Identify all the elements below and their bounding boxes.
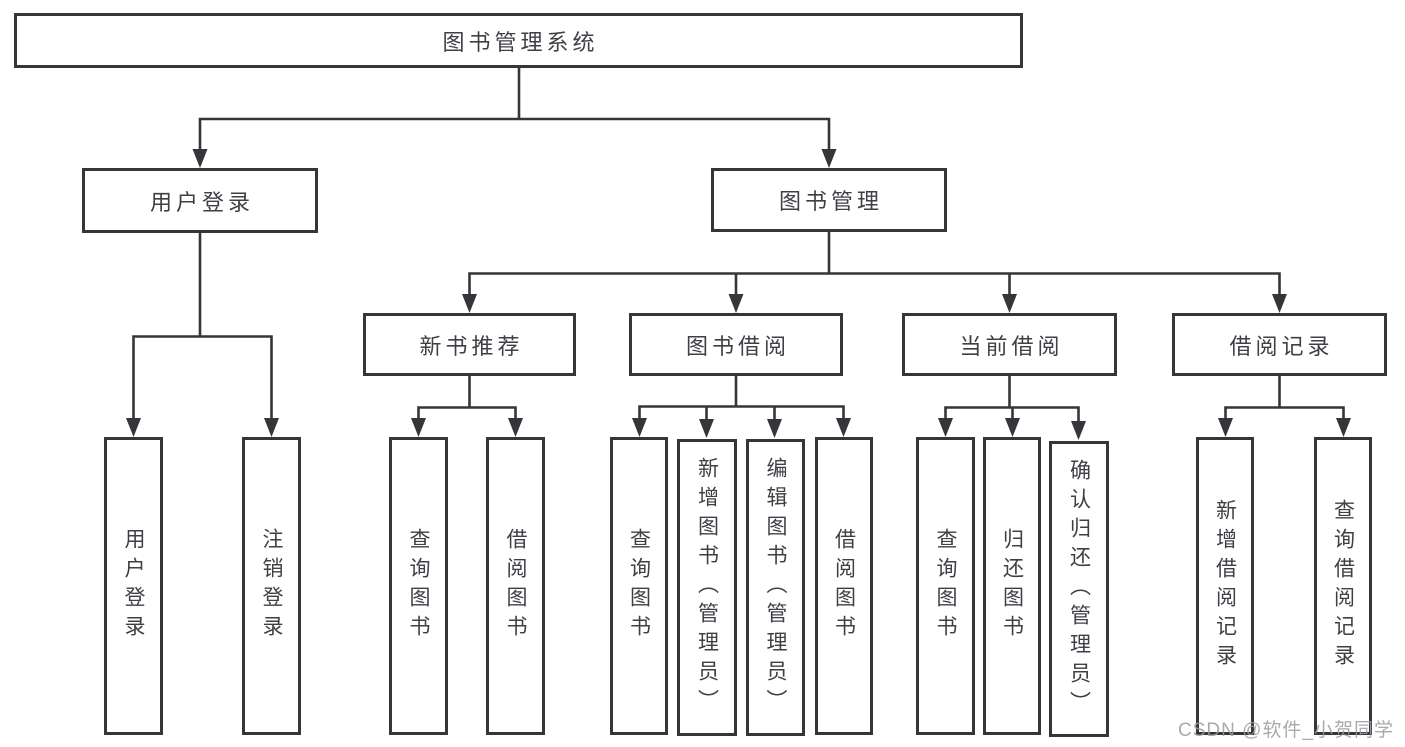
arrow-down-icon [1336,418,1351,437]
node-label: 图书管理系统 [442,29,599,55]
node-label: 新增借阅记录 [1213,499,1237,673]
node-root-library-system: 图书管理系统 [14,13,1023,68]
node-label: 借阅记录 [1229,333,1334,359]
node-label: 确认归还（管理员） [1067,458,1091,720]
connector-book-mgmt [462,232,1287,313]
node-label: 图书管理 [778,189,883,214]
arrow-down-icon [938,418,953,437]
node-label: 编辑图书（管理员） [764,457,787,718]
connector-book-borrow [632,376,851,438]
arrow-down-icon [411,418,426,437]
arrow-down-icon [462,294,477,313]
arrow-down-icon [1218,418,1233,437]
connector-borrow-record [1218,376,1351,437]
node-label: 归还图书 [1000,528,1024,644]
arrow-down-icon [632,418,647,437]
leaf-user-login: 用户登录 [104,437,163,735]
arrow-down-icon [821,149,837,168]
arrow-down-icon [192,149,208,168]
arrow-down-icon [1005,418,1020,437]
node-label: 当前借阅 [959,333,1064,359]
node-current-borrowing: 当前借阅 [902,313,1117,376]
arrow-down-icon [836,418,851,437]
node-label: 新增图书（管理员） [695,457,719,718]
node-label: 借阅图书 [832,528,856,644]
node-label: 查询借阅记录 [1331,499,1355,673]
arrow-down-icon [1002,294,1017,313]
connector-new-book [411,376,523,437]
leaf-borrowing-query-books: 查询图书 [610,437,668,735]
node-label: 新书推荐 [419,333,524,359]
csdn-watermark: CSDN @软件_小贺同学 [1178,720,1394,741]
arrow-down-icon [699,419,714,438]
node-label: 图书借阅 [685,333,790,359]
connector-user-login [126,233,279,437]
leaf-newbook-borrow-books: 借阅图书 [486,437,545,735]
arrow-down-icon [1272,294,1287,313]
leaf-current-confirm-return-admin: 确认归还（管理员） [1049,441,1109,737]
node-borrowing-records: 借阅记录 [1172,313,1387,376]
leaf-record-add-borrow-record: 新增借阅记录 [1196,437,1254,735]
leaf-logout-login: 注销登录 [242,437,301,735]
connector-root [192,67,837,168]
node-new-book-recommend: 新书推荐 [363,313,576,376]
node-label: 查询图书 [934,528,957,644]
connector-current-borrow [938,376,1086,440]
arrow-down-icon [767,419,782,438]
leaf-borrowing-borrow-books: 借阅图书 [815,437,873,735]
node-book-borrowing: 图书借阅 [629,313,843,376]
node-label: 借阅图书 [504,528,527,644]
leaf-current-return-books: 归还图书 [983,437,1041,735]
node-label: 用户登录 [122,528,145,644]
arrow-down-icon [1071,421,1086,440]
node-label: 查询图书 [627,528,651,644]
leaf-borrowing-add-books-admin: 新增图书（管理员） [677,439,737,736]
node-user-login: 用户登录 [82,168,318,233]
arrow-down-icon [728,294,744,313]
arrow-down-icon [126,418,141,437]
node-label: 查询图书 [407,528,430,644]
arrow-down-icon [264,418,279,437]
node-book-management: 图书管理 [711,168,947,232]
node-label: 注销登录 [260,528,283,644]
node-label: 用户登录 [149,189,254,215]
leaf-current-query-books: 查询图书 [916,437,975,735]
arrow-down-icon [508,418,523,437]
leaf-record-query-borrow-record: 查询借阅记录 [1314,437,1372,735]
leaf-borrowing-edit-books-admin: 编辑图书（管理员） [746,439,805,736]
leaf-newbook-query-books: 查询图书 [389,437,448,735]
